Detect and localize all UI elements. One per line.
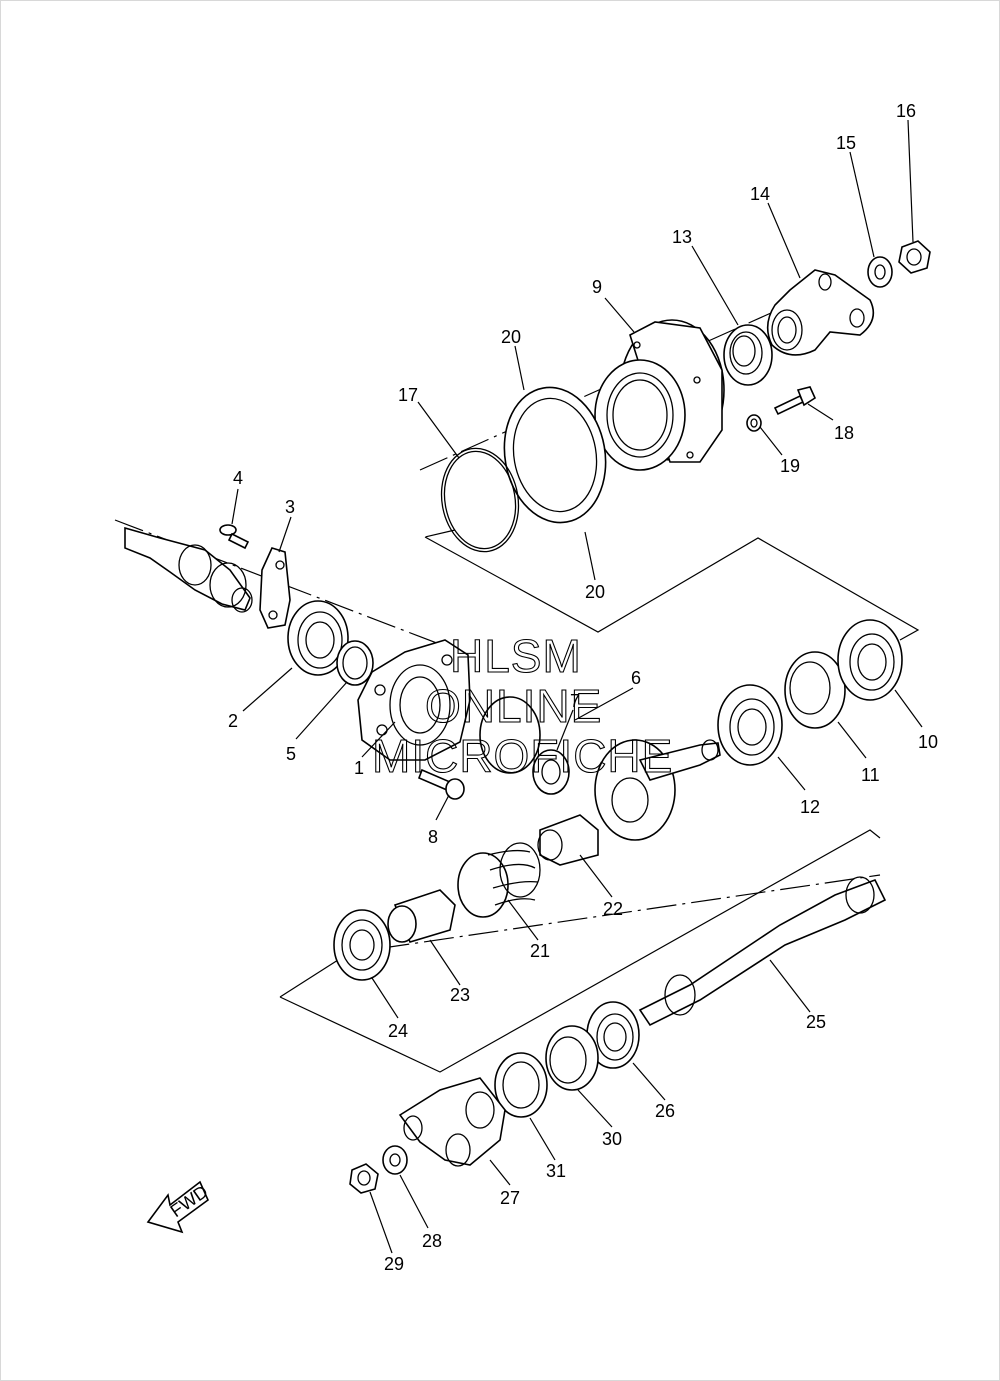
part-24-bearing [333,909,391,981]
callout-29: 29 [384,1254,404,1274]
callout-6: 6 [631,668,641,688]
part-20-gasket [503,386,607,524]
part-8-bolt [417,768,465,800]
callout-23: 23 [450,985,470,1005]
part-18-bolt [773,386,817,416]
part-12-bearing [717,684,783,766]
callout-14: 14 [750,184,770,204]
callout-8: 8 [428,827,438,847]
callout-1: 1 [354,758,364,778]
watermark-line-3: MICROFICHE [372,730,673,782]
callout-15: 15 [836,133,856,153]
callout-7: 7 [570,691,580,711]
leader-lines [231,119,923,1254]
callout-9: 9 [592,277,602,297]
callout-19: 19 [780,456,800,476]
part-13-bearing [723,324,773,386]
callout-5: 5 [286,744,296,764]
lower-centerline [334,874,881,956]
watermark: HLSM ONLINE MICROFICHE [371,629,673,782]
part-19-washer [746,414,762,432]
group-outline-upper [424,529,920,641]
callout-4: 4 [233,468,243,488]
callout-13: 13 [672,227,692,247]
callout-16: 16 [896,101,916,121]
callout-31: 31 [546,1161,566,1181]
part-4-screw [219,524,250,550]
part-5-washer [336,640,374,686]
part-7-nut [532,749,570,795]
part-3-plate [259,547,291,629]
part-15-washer [867,256,893,288]
fwd-label: FWD [167,1181,212,1221]
part-10-bearing [837,619,903,701]
callout-21: 21 [530,941,550,961]
group-outline-lower [279,829,881,1073]
callout-11: 11 [861,765,880,785]
callout-18: 18 [834,423,854,443]
part-28-washer [382,1145,408,1175]
callout-22: 22 [603,899,623,919]
callout-labels: 1 2 3 4 5 6 7 8 9 10 11 12 13 14 15 16 1… [228,101,938,1274]
callout-12: 12 [800,797,820,817]
callout-20-top: 20 [501,327,521,347]
callout-2: 2 [228,711,238,731]
callout-17: 17 [398,385,418,405]
part-31-ring [494,1052,548,1118]
part-1-case [357,639,471,761]
part-14-yoke [766,269,875,356]
part-2-bearing [287,600,349,676]
part-9-housing [594,319,725,471]
input-shaft [124,526,253,613]
part-27-yoke [398,1077,506,1167]
part-25-shaft [638,876,887,1027]
callout-10: 10 [918,732,938,752]
part-30-ringnut [545,1025,599,1091]
part-23-collar [387,889,456,943]
fwd-arrow-icon: FWD [146,1180,212,1234]
callout-20-bottom: 20 [585,582,605,602]
watermark-line-2: ONLINE [425,680,602,732]
callout-30: 30 [602,1129,622,1149]
callout-3: 3 [285,497,295,517]
part-26-bearing [586,1001,640,1069]
callout-27: 27 [500,1188,520,1208]
callout-26: 26 [655,1101,675,1121]
part-16-nut [898,240,931,274]
part-22-collar [537,814,599,866]
watermark-line-1: HLSM [450,630,582,682]
part-21-spring [457,842,541,918]
callout-24: 24 [388,1021,408,1041]
part-11-ringnut [784,651,846,729]
callout-28: 28 [422,1231,442,1251]
part-17-oring [440,447,520,553]
part-6-gear [479,696,721,841]
part-29-nut [349,1163,379,1194]
callout-25: 25 [806,1012,826,1032]
